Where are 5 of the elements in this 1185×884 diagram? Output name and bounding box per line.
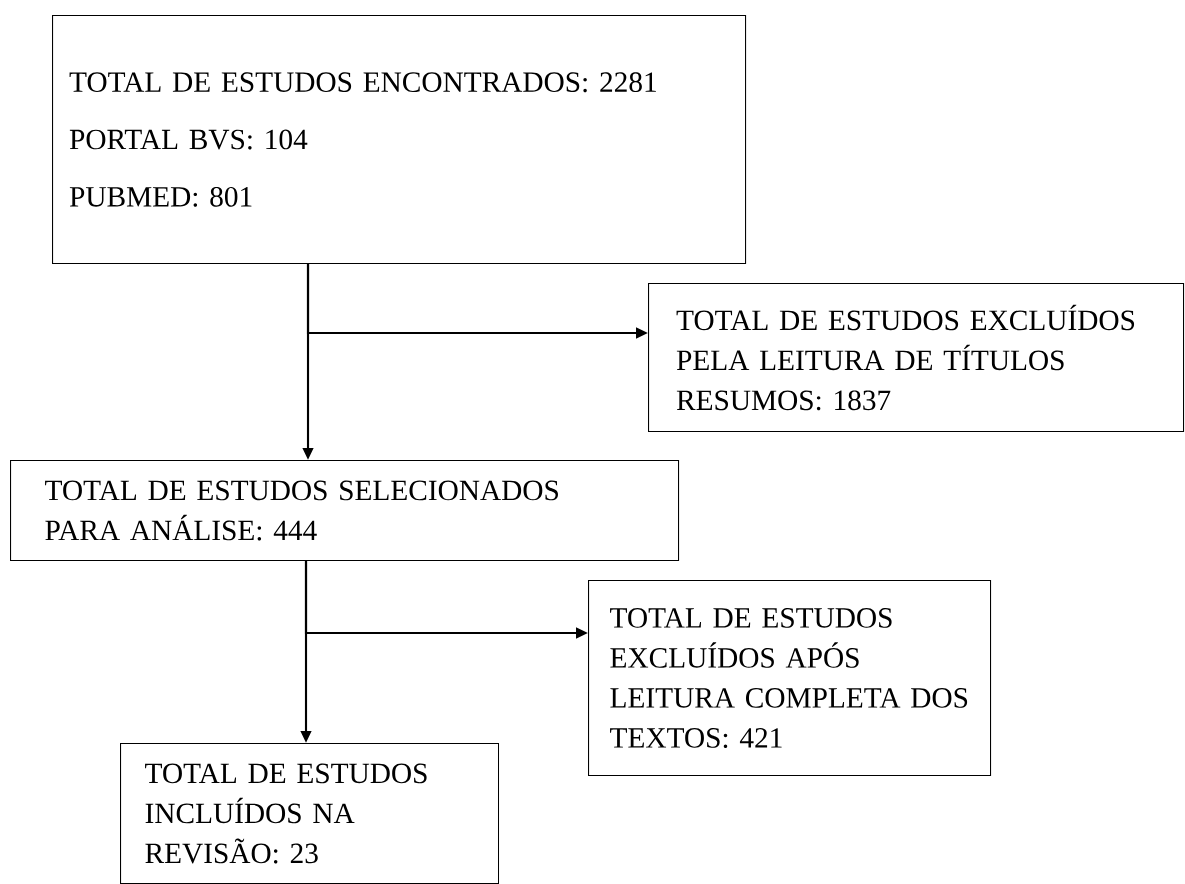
text-box: TOTAL DE ESTUDOS SELECIONADOS PARA ANÁLISE: 444: [10, 460, 680, 562]
text-box: TOTAL DE ESTUDOS INCLUÍDOS NA REVISÃO: 23: [120, 743, 500, 884]
text-box: TOTAL DE ESTUDOS ENCONTRADOS: 2281 PORTAL BVS: 104 PUBMED: 801: [52, 15, 747, 265]
text-box: TOTAL DE ESTUDOS EXCLUÍDOS APÓS LEITURA COMPLETA DOS TEXTOS: 421: [588, 580, 992, 777]
text-box: TOTAL DE ESTUDOS EXCLUÍDOS PELA LEITURA DE TÍTULOS RESUMOS: 1837: [648, 283, 1185, 433]
